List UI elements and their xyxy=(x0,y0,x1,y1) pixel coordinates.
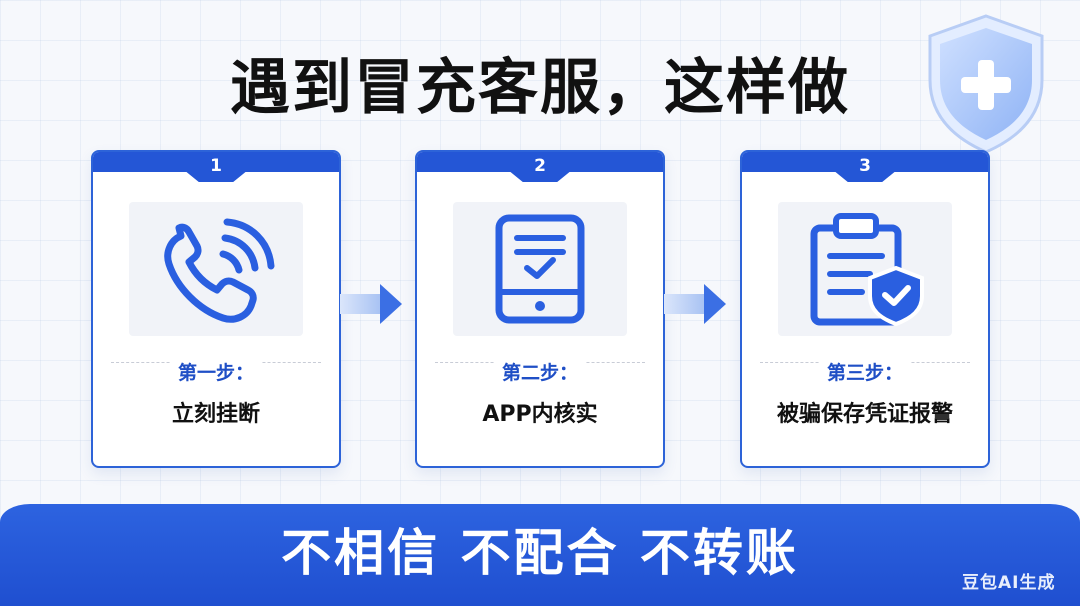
step-card-1: 1 第一步： 立刻挂断 xyxy=(91,150,341,468)
icon-box xyxy=(453,202,627,336)
step-number: 3 xyxy=(859,156,871,176)
phone-verify-icon xyxy=(495,214,585,324)
card-header-tab xyxy=(93,172,339,186)
card-header-tab xyxy=(742,172,988,186)
watermark: 豆包AI生成 xyxy=(962,573,1056,593)
step-card-2: 2 第二步： APP内核实 xyxy=(415,150,665,468)
step-action: 被骗保存凭证报警 xyxy=(776,402,953,427)
shield-plus-icon xyxy=(928,14,1044,154)
icon-box xyxy=(778,202,952,336)
step-action: APP内核实 xyxy=(482,402,598,427)
phone-call-icon xyxy=(164,218,275,323)
clipboard-shield-icon xyxy=(810,213,924,327)
slogan-banner xyxy=(0,504,1080,606)
arrow-right-icon xyxy=(340,284,402,324)
card-header-tab xyxy=(417,172,663,186)
arrow-right-icon xyxy=(664,284,726,324)
step-card-3: 3 第三步： 被骗保存凭证报警 xyxy=(740,150,990,468)
step-label: 第二步： xyxy=(417,358,663,385)
step-number: 2 xyxy=(534,156,546,176)
step-label: 第一步： xyxy=(93,358,339,385)
step-label: 第三步： xyxy=(742,358,988,385)
icon-box xyxy=(129,202,303,336)
page-title: 遇到冒充客服，这样做 xyxy=(230,53,850,123)
step-action: 立刻挂断 xyxy=(171,402,260,427)
slogan-text: 不相信 不配合 不转账 xyxy=(281,524,799,582)
step-number: 1 xyxy=(210,156,222,176)
